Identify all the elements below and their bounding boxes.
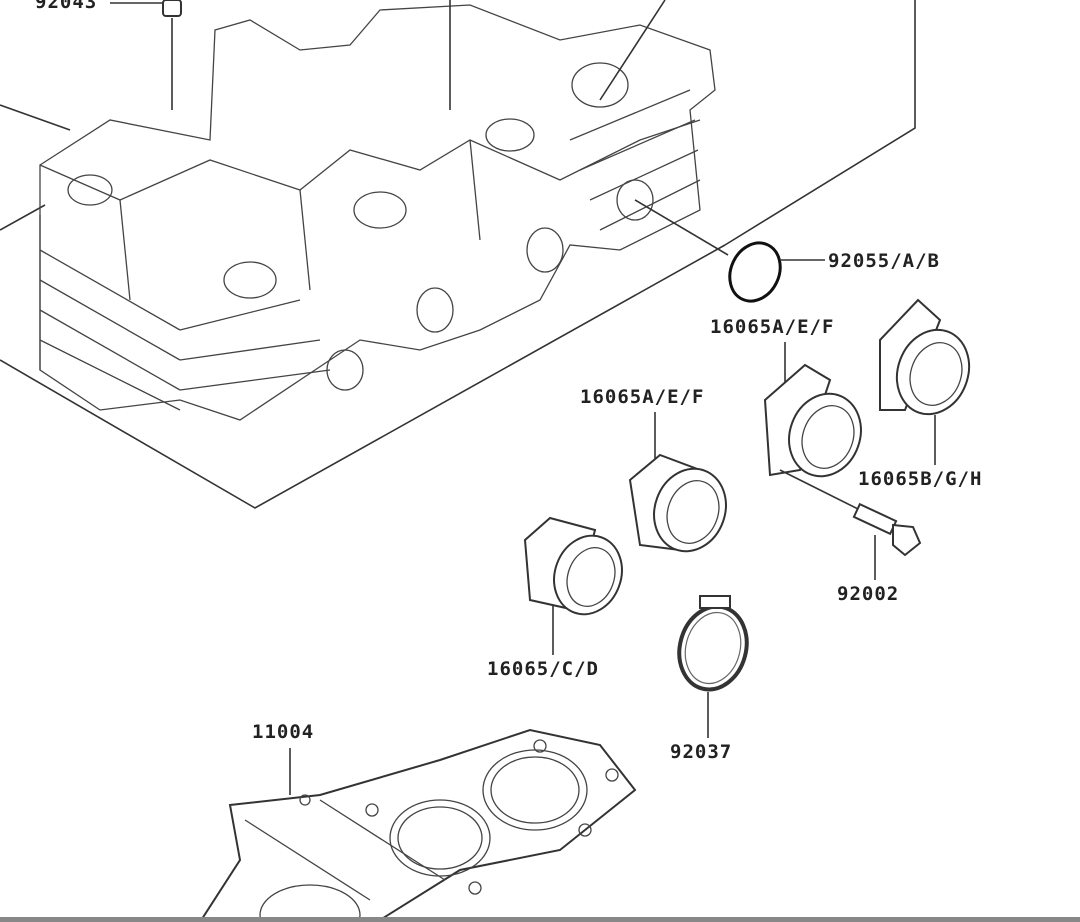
- label-16065bgh: 16065B/G/H: [858, 468, 982, 490]
- label-92043: 92043: [35, 0, 97, 13]
- label-16065aef-upper: 16065A/E/F: [710, 316, 834, 338]
- part-92043-dowel: [110, 0, 182, 110]
- part-92055-o-ring: [728, 241, 825, 303]
- bottom-edge-bar: [0, 917, 1080, 922]
- label-16065cd: 16065/C/D: [487, 658, 599, 680]
- part-16065bgh-holder: [879, 298, 971, 465]
- label-11004: 11004: [252, 721, 314, 743]
- part-16065aef-holder-lower: [628, 453, 727, 553]
- label-92055: 92055/A/B: [828, 250, 940, 272]
- part-16065cd-holder: [523, 516, 623, 655]
- part-11004-head-gasket: [198, 728, 637, 922]
- part-16065aef-holder-upper: [763, 363, 862, 478]
- cylinder-head: [0, 0, 916, 509]
- part-92002-bolt: [779, 469, 922, 580]
- label-92037: 92037: [670, 741, 732, 763]
- part-92037-clamp: [677, 595, 749, 738]
- label-16065aef-lower: 16065A/E/F: [580, 386, 704, 408]
- label-92002: 92002: [837, 583, 899, 605]
